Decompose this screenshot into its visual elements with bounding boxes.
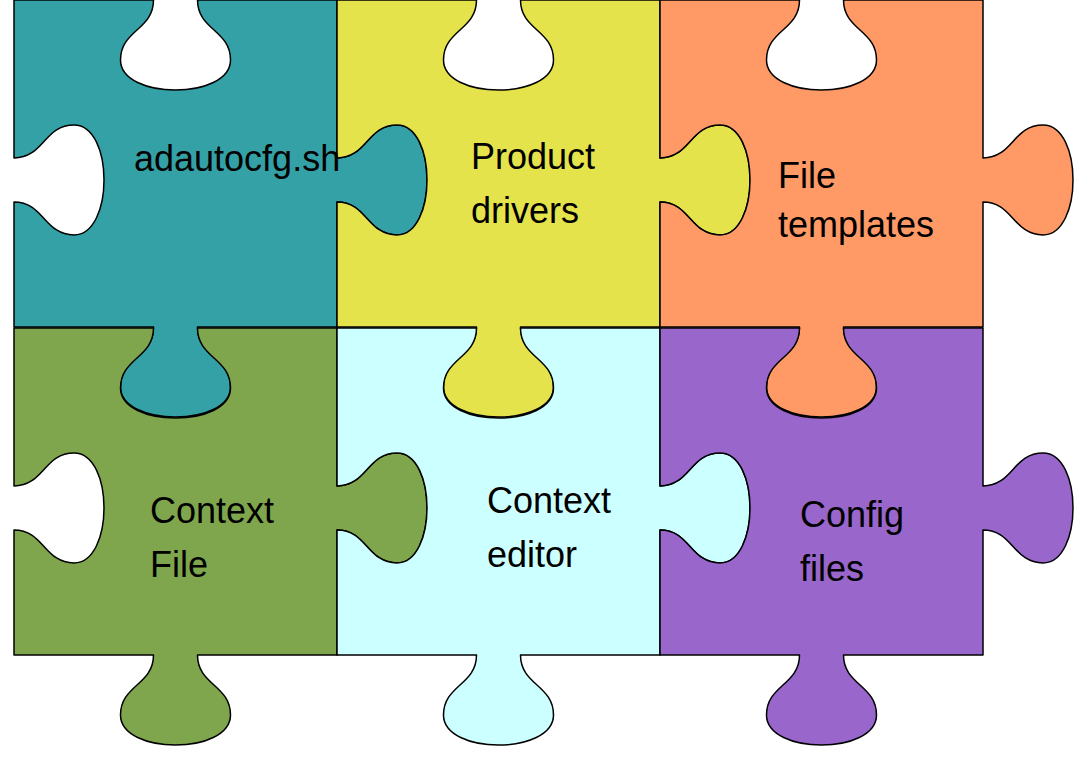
puzzle-piece: Config files (660, 328, 1082, 755)
text-holder: adautocfg.sh (134, 132, 424, 186)
piece-label: Config files (800, 488, 940, 596)
text-holder: Context File (150, 484, 300, 592)
text-holder: Config files (800, 488, 940, 596)
piece-outline (660, 328, 1073, 745)
text-holder: File templates (778, 152, 978, 249)
piece-label: Context File (150, 484, 300, 592)
text-holder: Context editor (487, 474, 637, 582)
piece-label: Product drivers (471, 130, 636, 238)
piece-shape (660, 328, 1082, 755)
text-holder: Product drivers (471, 130, 636, 238)
piece-label: Context editor (487, 474, 637, 582)
piece-label: adautocfg.sh (134, 132, 424, 186)
piece-label: File templates (778, 152, 978, 249)
